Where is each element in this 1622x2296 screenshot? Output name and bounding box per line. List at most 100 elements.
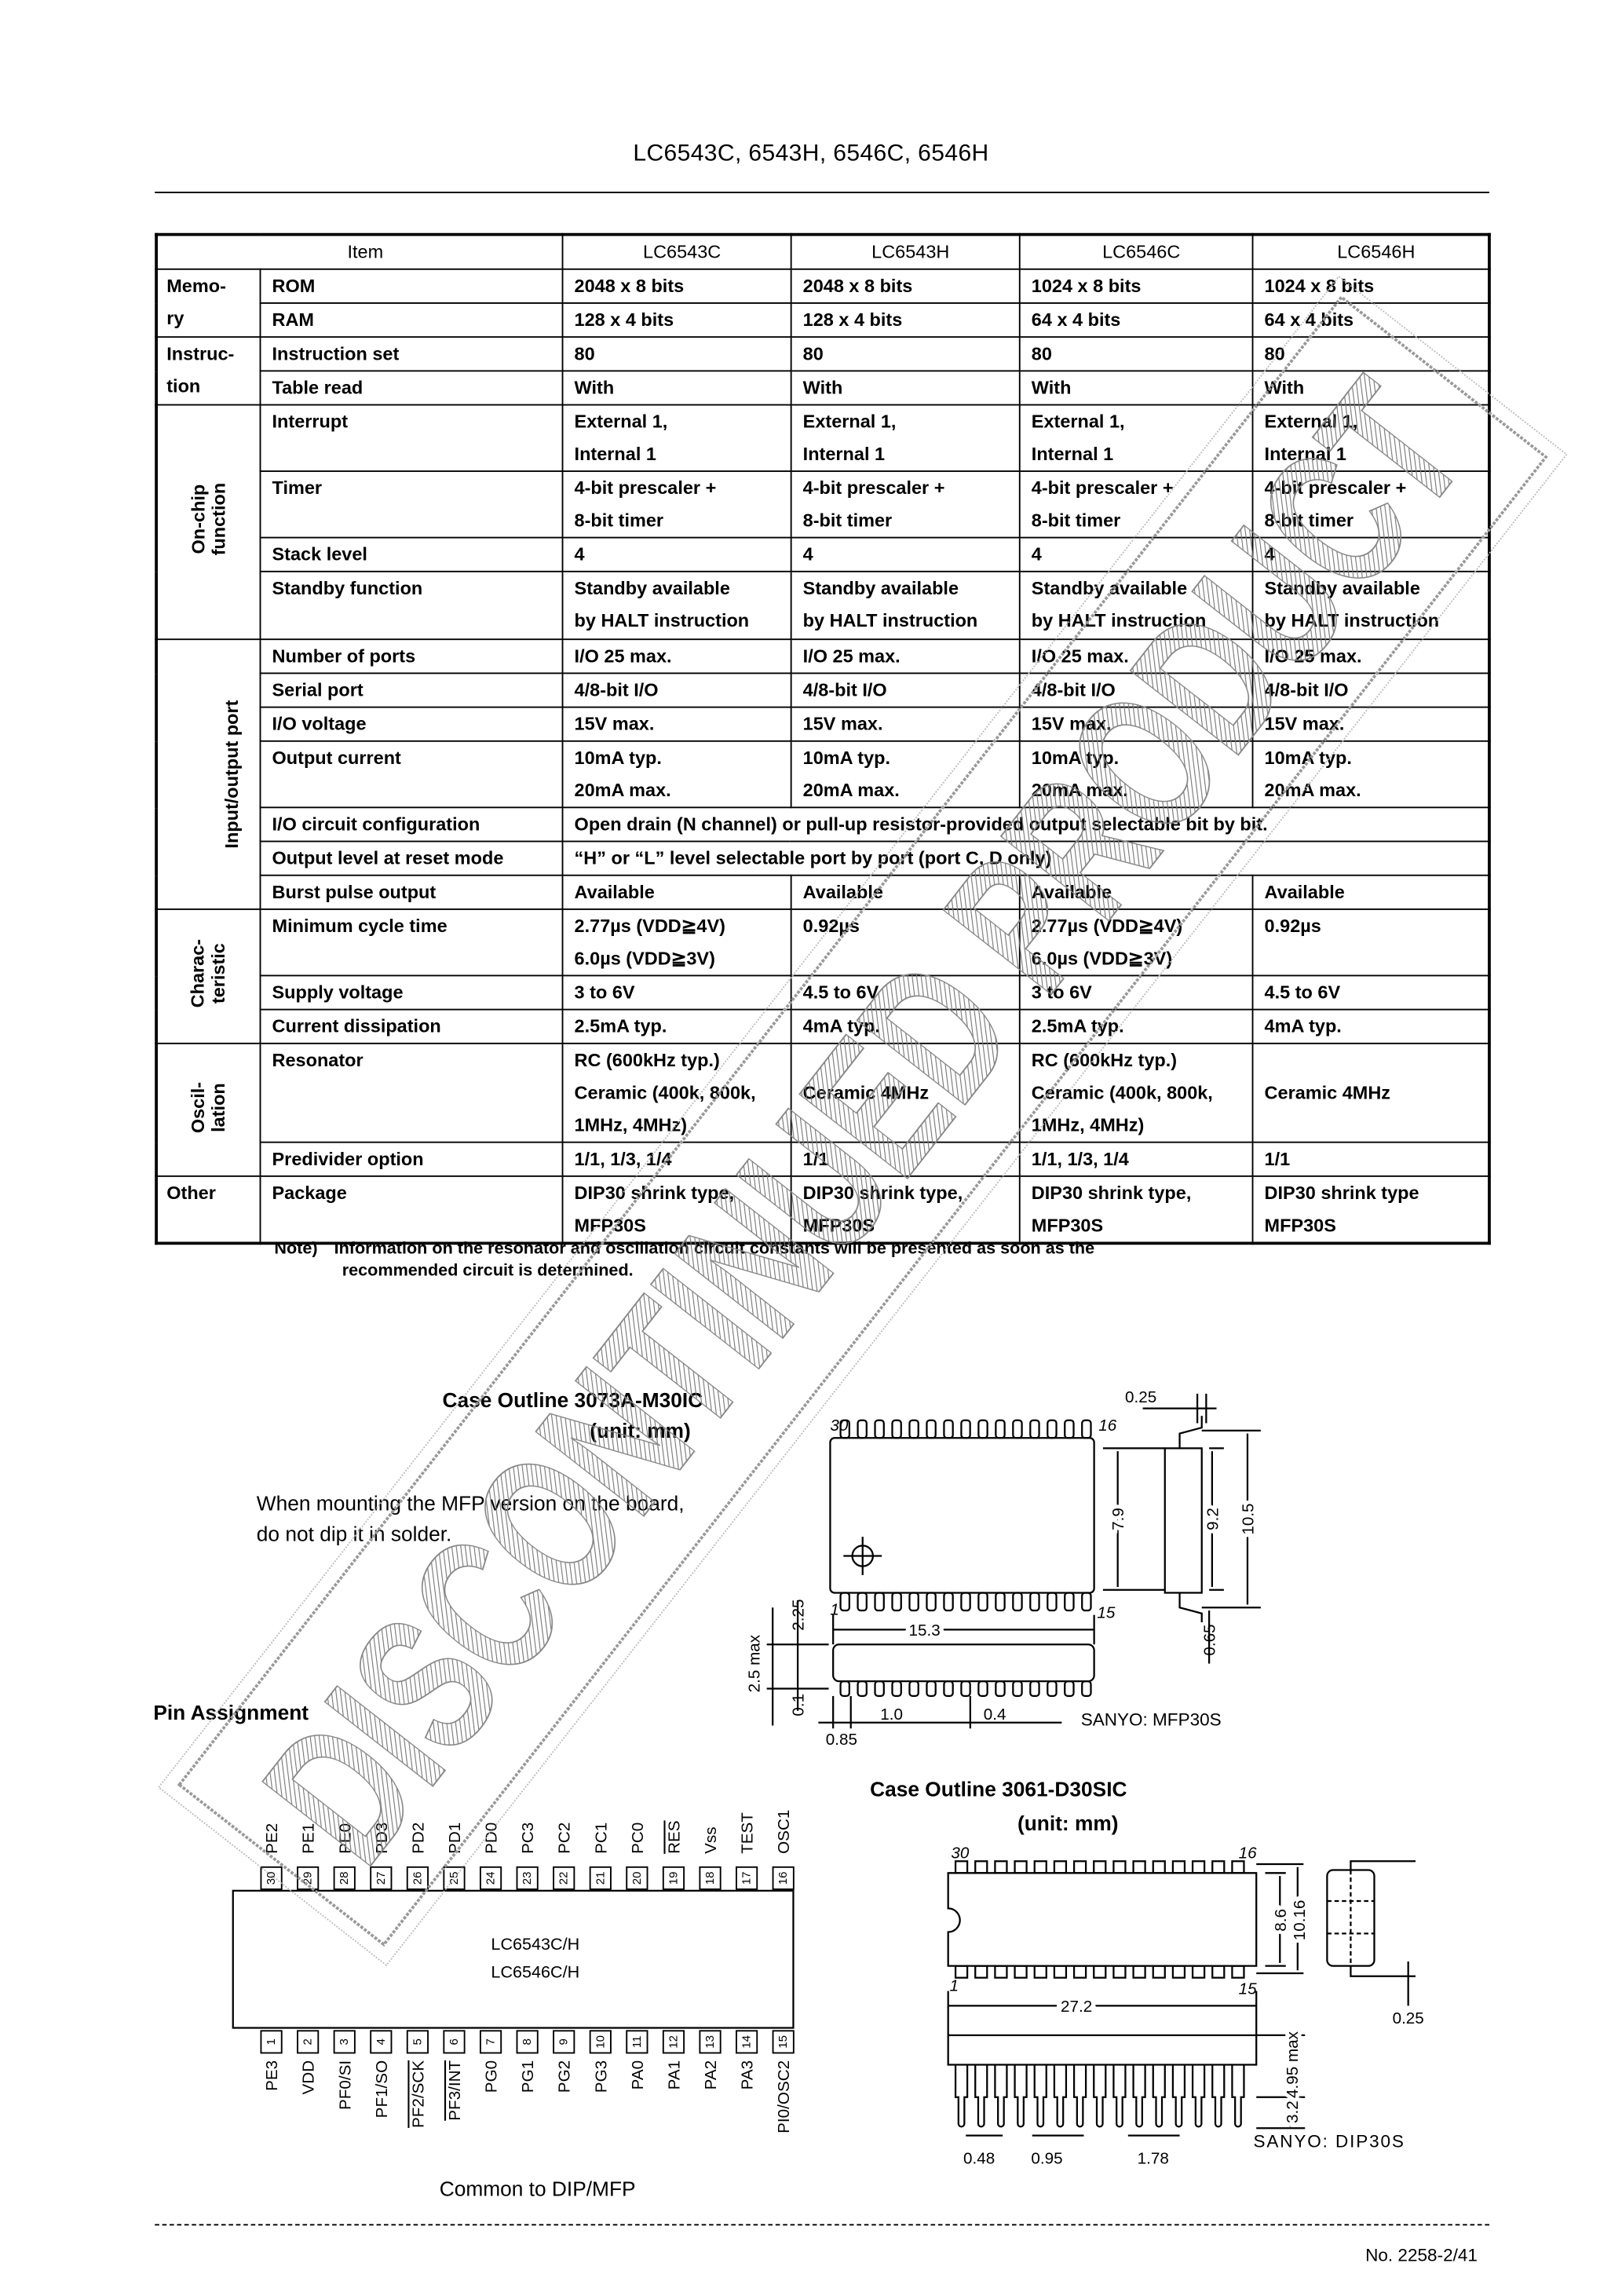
- dip-front-lead: [954, 2064, 969, 2128]
- mfp-pin: [1047, 1592, 1058, 1612]
- pin-number: 17: [740, 1872, 754, 1885]
- mfp-front-lead: [943, 1680, 954, 1698]
- pin-label: PI0/OSC2: [775, 2060, 793, 2133]
- pin-label: PD0: [483, 1823, 501, 1854]
- pin-box: [479, 2030, 502, 2054]
- pin-label: PD2: [409, 1823, 427, 1854]
- dip-pin: [1211, 1965, 1226, 1979]
- dip-pin: [994, 1965, 1008, 1979]
- pin-label: PF3/INT: [446, 2060, 464, 2120]
- pin-box: [736, 2030, 758, 2054]
- mfp-pin: [1064, 1419, 1075, 1439]
- mfp-pin: [977, 1419, 988, 1439]
- pin-box: [443, 2030, 466, 2054]
- mfp-dim-7-9: 7.9: [1109, 1508, 1127, 1530]
- dip-pin: [1112, 1965, 1127, 1979]
- pin-assignment-diagram: LC6543C/H LC6546C/H 30PE229PE128PE027PD3…: [232, 1810, 795, 2133]
- mfp-pin: [960, 1592, 971, 1612]
- dip-pin: [1191, 1965, 1206, 1979]
- pin-box: [333, 2030, 356, 2054]
- dip-pin: [1072, 1965, 1087, 1979]
- dip-pin: [974, 1965, 988, 1979]
- dip-pin: [1191, 1860, 1206, 1874]
- pin-box: [772, 2030, 795, 2054]
- dip-pin: [1112, 1860, 1127, 1874]
- mfp-pin: [891, 1592, 902, 1612]
- pin-number: 12: [667, 2035, 680, 2049]
- mfp-front-lead: [857, 1680, 868, 1698]
- mfp-front-lead: [891, 1680, 902, 1698]
- mfp-front-lead: [839, 1680, 850, 1698]
- page-number: No. 2258-2/41: [1365, 2244, 1478, 2265]
- mfp-dim-1-0: 1.0: [880, 1706, 903, 1724]
- pin-label: PC1: [592, 1823, 610, 1854]
- pin-label: PE0: [336, 1823, 354, 1854]
- pin-label: PD1: [446, 1823, 464, 1854]
- dip-pin: [1053, 1860, 1068, 1874]
- pin-box: [406, 2030, 429, 2054]
- mfp-front-lead: [960, 1680, 971, 1698]
- dip-front-lead: [1152, 2064, 1166, 2128]
- dip-front-lead: [1132, 2064, 1146, 2128]
- pin-number: 20: [630, 1872, 644, 1885]
- mfp-pin: [926, 1592, 937, 1612]
- mfp-pin: [977, 1592, 988, 1612]
- pin-label: PA1: [665, 2060, 683, 2090]
- pin-label: PA3: [739, 2060, 757, 2090]
- mfp-pin: [891, 1419, 902, 1439]
- pin-label: PE2: [263, 1823, 281, 1854]
- mfp-pin-16: 16: [1098, 1417, 1116, 1435]
- pin-label: PF0/SI: [336, 2060, 354, 2110]
- mfp-front-lead: [874, 1680, 885, 1698]
- pin-number: 23: [521, 1872, 534, 1885]
- pin-label: PG3: [592, 2060, 610, 2093]
- pin-number: 2: [301, 2038, 315, 2045]
- pin-number: 26: [411, 1872, 424, 1885]
- mfp-front-lead: [1029, 1680, 1040, 1698]
- pin-label: PD3: [373, 1823, 391, 1854]
- mfp-pin: [943, 1592, 954, 1612]
- dip-dim-4-95-max: 4.95 max: [1284, 2031, 1302, 2098]
- mfp-pin: [1012, 1592, 1023, 1612]
- dip-dim-1-78: 1.78: [1138, 2149, 1169, 2167]
- dip-front-lead: [1211, 2064, 1226, 2128]
- mfp-front-lead: [1064, 1680, 1075, 1698]
- mfp-pin: [857, 1592, 868, 1612]
- dip-pin: [954, 1860, 969, 1874]
- pin-number: 30: [265, 1872, 278, 1885]
- pin-number: 8: [521, 2038, 534, 2045]
- pin-box: [626, 2030, 648, 2054]
- mfp-body: [829, 1437, 1095, 1594]
- pin-number: 4: [374, 2038, 388, 2045]
- pin-number: 21: [594, 1872, 607, 1885]
- pin-label: PG1: [519, 2060, 537, 2093]
- dip-pin: [1033, 1965, 1047, 1979]
- pin-number: 7: [484, 2038, 498, 2045]
- dip-front-lead: [1093, 2064, 1107, 2128]
- pin-label: PC0: [629, 1823, 647, 1854]
- mfp-front-lead: [1081, 1680, 1092, 1698]
- pin-label: PC3: [519, 1823, 537, 1854]
- dip-pin: [1132, 1860, 1146, 1874]
- mfp-front-lead: [995, 1680, 1006, 1698]
- pin-label: PA0: [629, 2060, 647, 2090]
- dip-front-lead: [1171, 2064, 1186, 2128]
- mfp-pin-15: 15: [1097, 1603, 1115, 1621]
- mfp-pin: [874, 1419, 885, 1439]
- mfp-pin: [926, 1419, 937, 1439]
- dip-pin-1: 1: [950, 1977, 959, 1995]
- pin-number: 22: [557, 1872, 571, 1885]
- dip-dim-27-2: 27.2: [1061, 1998, 1092, 2016]
- mfp-pin: [874, 1592, 885, 1612]
- pin-number: 27: [374, 1872, 388, 1885]
- dip-pin: [1211, 1860, 1226, 1874]
- pin-number: 29: [301, 1872, 315, 1885]
- pin-label: PC2: [556, 1823, 574, 1854]
- mfp-pin: [960, 1419, 971, 1439]
- dip-front-lead: [1191, 2064, 1206, 2128]
- mfp-front-lead: [926, 1680, 937, 1698]
- dip-front-lead: [1112, 2064, 1127, 2128]
